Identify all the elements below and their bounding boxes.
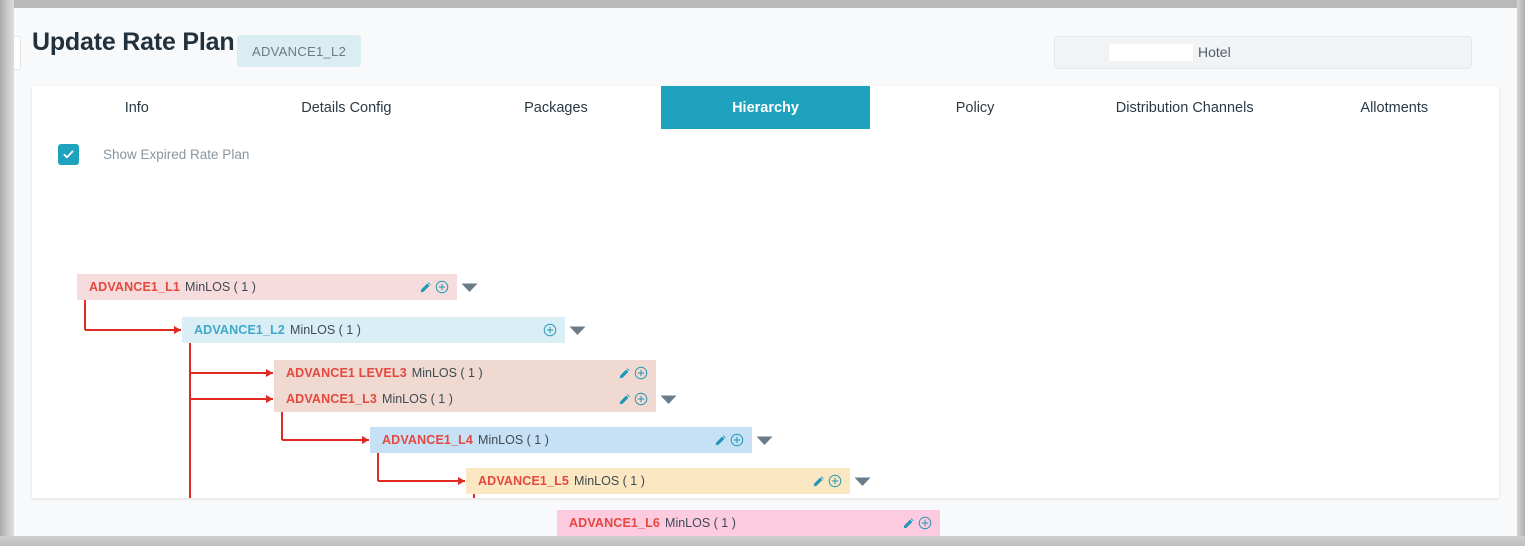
hierarchy-node-minlos: MinLOS ( 1 ) [382,392,453,406]
show-expired-checkbox-row[interactable]: Show Expired Rate Plan [58,144,249,165]
hierarchy-node-actions [618,360,648,386]
hierarchy-node-name: ADVANCE1_L2 [194,323,286,337]
tab-policy[interactable]: Policy [870,86,1080,129]
hierarchy-node-text: ADVANCE1_L4 MinLOS ( 1 ) [382,433,549,447]
hierarchy-node-actions [543,317,557,343]
hierarchy-node-name: ADVANCE1_L1 [89,280,181,294]
window-right-edge [1517,0,1525,546]
hierarchy-node[interactable]: ADVANCE1_L2 MinLOS ( 1 ) [182,317,565,343]
hierarchy-node-actions [714,427,744,453]
hierarchy-node-minlos: MinLOS ( 1 ) [665,516,736,530]
tab-packages[interactable]: Packages [451,86,661,129]
tab-hierarchy[interactable]: Hierarchy [660,86,871,129]
hierarchy-node-name: ADVANCE1_L3 [286,392,378,406]
hierarchy-node-text: ADVANCE1_L6 MinLOS ( 1 ) [569,516,736,530]
chevron-down-icon[interactable] [854,476,871,487]
tab-allotments[interactable]: Allotments [1289,86,1500,129]
check-icon [63,150,74,159]
hierarchy-node-minlos: MinLOS ( 1 ) [411,366,483,380]
hierarchy-node-name: ADVANCE1_L6 [569,516,661,530]
hierarchy-node-actions [812,468,842,494]
hierarchy-node-expander[interactable] [756,427,773,453]
hierarchy-node-actions [419,274,449,300]
hierarchy-node-minlos: MinLOS ( 1 ) [290,323,361,337]
chevron-down-icon[interactable] [461,282,478,293]
edit-pencil-icon[interactable] [618,367,631,380]
hierarchy-node-expander[interactable] [660,386,677,412]
hierarchy-node[interactable]: ADVANCE1_L5 MinLOS ( 1 ) [466,468,850,494]
chevron-down-icon[interactable] [569,325,586,336]
edit-pencil-icon[interactable] [812,475,825,488]
hierarchy-node-actions [618,386,648,412]
hierarchy-node-name: ADVANCE1 LEVEL3 [286,366,407,380]
chevron-down-icon[interactable] [660,394,677,405]
hotel-name-redacted [1109,44,1193,61]
hotel-selector-label: Hotel [1198,44,1231,60]
add-child-icon[interactable] [730,433,744,447]
hierarchy-node[interactable]: ADVANCE1_L1 MinLOS ( 1 ) [77,274,457,300]
tab-distribution-channels[interactable]: Distribution Channels [1079,86,1290,129]
hierarchy-node[interactable]: ADVANCE1 LEVEL3 MinLOS ( 1 ) [274,360,656,386]
hierarchy-node-text: ADVANCE1_L2 MinLOS ( 1 ) [194,323,361,337]
hierarchy-node-expander[interactable] [854,468,871,494]
hierarchy-node-actions [902,510,932,536]
window-left-gutter [0,0,14,546]
hierarchy-node[interactable]: ADVANCE1_L6 MinLOS ( 1 ) [557,510,940,536]
window-bottom-edge [0,536,1525,546]
rate-plan-code-badge: ADVANCE1_L2 [237,35,362,67]
add-child-icon[interactable] [435,280,449,294]
hierarchy-node[interactable]: ADVANCE1_L4 MinLOS ( 1 ) [370,427,752,453]
hierarchy-node-expander[interactable] [569,317,586,343]
hierarchy-node-minlos: MinLOS ( 1 ) [574,474,645,488]
hierarchy-node-name: ADVANCE1_L4 [382,433,474,447]
add-child-icon[interactable] [543,323,557,337]
hierarchy-node-text: ADVANCE1_L3 MinLOS ( 1 ) [286,392,453,406]
tab-details-config[interactable]: Details Config [241,86,452,129]
hierarchy-node-text: ADVANCE1 LEVEL3 MinLOS ( 1 ) [286,366,483,380]
add-child-icon[interactable] [634,366,648,380]
page-title: Update Rate Plan [32,28,235,56]
add-child-icon[interactable] [634,392,648,406]
hierarchy-node-expander[interactable] [461,274,478,300]
add-child-icon[interactable] [828,474,842,488]
edit-pencil-icon[interactable] [714,434,727,447]
hierarchy-node-text: ADVANCE1_L1 MinLOS ( 1 ) [89,280,256,294]
tab-info[interactable]: Info [32,86,242,129]
show-expired-checkbox[interactable] [58,144,79,165]
hierarchy-node-text: ADVANCE1_L5 MinLOS ( 1 ) [478,474,645,488]
edit-pencil-icon[interactable] [902,517,915,530]
hierarchy-node-minlos: MinLOS ( 1 ) [478,433,549,447]
hierarchy-node-name: ADVANCE1_L5 [478,474,570,488]
sidebar-collapsed-handle[interactable] [14,36,21,70]
edit-pencil-icon[interactable] [618,393,631,406]
hierarchy-node-minlos: MinLOS ( 1 ) [185,280,256,294]
chevron-down-icon[interactable] [756,435,773,446]
page-header: Update Rate Plan ADVANCE1_L2 Hotel [14,8,1517,80]
hierarchy-node[interactable]: ADVANCE1_L3 MinLOS ( 1 ) [274,386,656,412]
add-child-icon[interactable] [918,516,932,530]
edit-pencil-icon[interactable] [419,281,432,294]
show-expired-label: Show Expired Rate Plan [103,147,250,162]
